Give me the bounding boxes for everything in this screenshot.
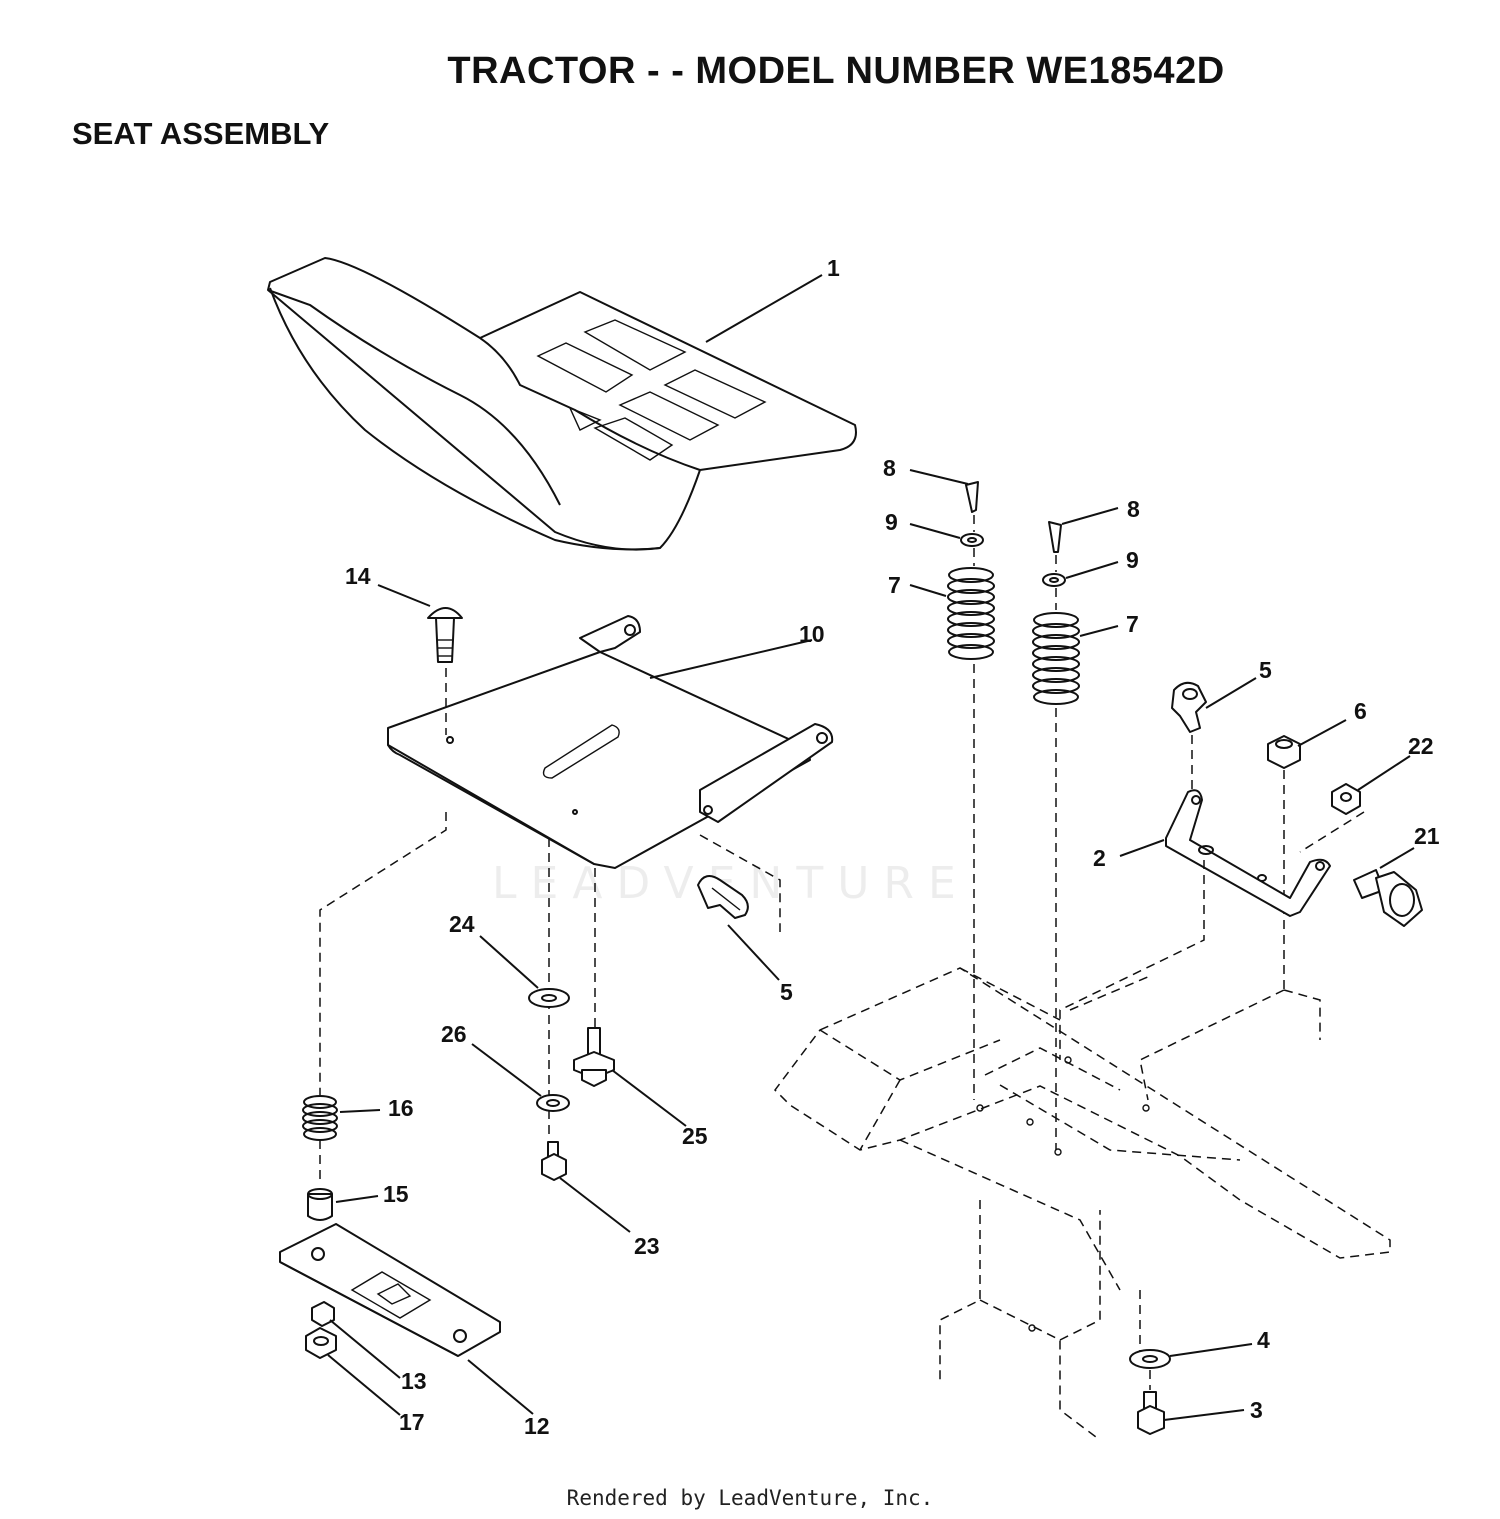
callout-23: 23 — [634, 1233, 660, 1259]
bolt-3-part[interactable] — [1137, 1391, 1165, 1435]
leader-12 — [467, 1359, 534, 1415]
tractor-frame — [774, 860, 1391, 1441]
nut-6-part[interactable] — [1267, 735, 1301, 769]
shoulder-bolt-25-part[interactable] — [573, 1027, 615, 1087]
leader-15 — [335, 1195, 379, 1203]
leader-23 — [559, 1177, 631, 1233]
seat-part[interactable] — [267, 257, 857, 551]
callout-12: 12 — [524, 1413, 550, 1439]
washer-24-part[interactable] — [528, 988, 570, 1008]
leader-4 — [1169, 1343, 1253, 1357]
leader-26 — [471, 1043, 542, 1097]
leader-16 — [339, 1109, 381, 1113]
callout-10: 10 — [799, 621, 825, 647]
callout-22: 22 — [1408, 733, 1434, 759]
seat-clip-left-part[interactable] — [697, 875, 749, 919]
spacer-15-part[interactable] — [307, 1188, 333, 1221]
leader-17 — [327, 1354, 401, 1416]
nut-13-part[interactable] — [311, 1301, 335, 1327]
callout-3: 3 — [1250, 1397, 1263, 1423]
nut-22-part[interactable] — [1331, 783, 1361, 815]
leader-7a — [909, 584, 947, 597]
callout-1: 1 — [827, 255, 840, 281]
page-title: TRACTOR - - MODEL NUMBER WE18542D — [447, 50, 1225, 92]
callout-26: 26 — [441, 1021, 467, 1047]
section-title: SEAT ASSEMBLY — [72, 116, 330, 151]
callout-25: 25 — [682, 1123, 708, 1149]
spring-7-right-part[interactable] — [1032, 612, 1080, 705]
washer-9-right-part[interactable] — [1042, 573, 1066, 587]
callout-2: 2 — [1093, 845, 1106, 871]
leader-10 — [649, 639, 813, 679]
callout-7-left: 7 — [888, 572, 901, 598]
callout-5-right: 5 — [1259, 657, 1272, 683]
pin-8-left-part[interactable] — [965, 481, 979, 513]
leader-1 — [705, 274, 823, 343]
leader-7b — [1079, 625, 1119, 637]
washer-4-part[interactable] — [1129, 1349, 1171, 1369]
pin-8-right-part[interactable] — [1048, 521, 1062, 553]
callout-6: 6 — [1354, 698, 1367, 724]
seat-clip-right-part[interactable] — [1171, 681, 1207, 733]
callout-15: 15 — [383, 1181, 409, 1207]
leader-24 — [479, 935, 539, 989]
leader-3 — [1163, 1409, 1245, 1421]
callout-8-left: 8 — [883, 455, 896, 481]
callout-21: 21 — [1414, 823, 1440, 849]
leader-14 — [377, 584, 431, 607]
callout-9-right: 9 — [1126, 547, 1139, 573]
callout-16: 16 — [388, 1095, 414, 1121]
leader-13 — [329, 1319, 401, 1379]
callout-13: 13 — [401, 1368, 427, 1394]
washer-26-part[interactable] — [536, 1094, 570, 1112]
leader-8b — [1061, 507, 1119, 525]
leader-25 — [611, 1069, 687, 1127]
callout-14: 14 — [345, 563, 371, 589]
callout-24: 24 — [449, 911, 475, 937]
callout-7-right: 7 — [1126, 611, 1139, 637]
callout-8-right: 8 — [1127, 496, 1140, 522]
leader-5b — [727, 924, 780, 981]
carriage-bolt-part[interactable] — [427, 607, 463, 663]
seat-pan-part[interactable] — [387, 615, 834, 869]
bolt-21-part[interactable] — [1353, 869, 1423, 927]
bolt-23-part[interactable] — [541, 1141, 567, 1181]
spring-16-part[interactable] — [302, 1095, 338, 1141]
callout-5-left: 5 — [780, 979, 793, 1005]
washer-9-left-part[interactable] — [960, 533, 984, 547]
spring-7-left-part[interactable] — [947, 567, 995, 660]
callout-9-left: 9 — [885, 509, 898, 535]
leader-5a — [1205, 677, 1257, 709]
washer-17-part[interactable] — [305, 1327, 337, 1359]
leader-9a — [909, 523, 961, 539]
hinge-plate-part[interactable] — [279, 1223, 501, 1357]
leader-21 — [1379, 847, 1415, 869]
seat-bracket-part[interactable] — [1165, 789, 1331, 917]
leader-6 — [1297, 719, 1347, 747]
leader-9b — [1065, 561, 1119, 579]
leader-8a — [909, 469, 969, 485]
callout-17: 17 — [399, 1409, 425, 1435]
leader-22 — [1357, 755, 1411, 791]
footer-credit: Rendered by LeadVenture, Inc. — [566, 1486, 934, 1510]
callout-4: 4 — [1257, 1327, 1270, 1353]
leader-2 — [1119, 839, 1165, 857]
